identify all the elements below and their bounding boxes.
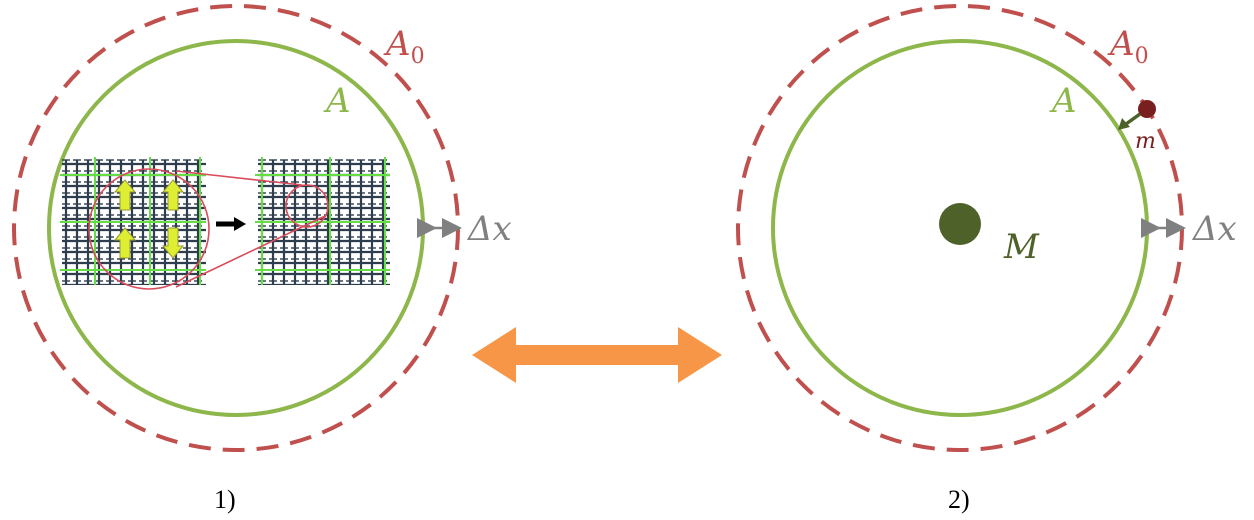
test-mass: [1138, 100, 1156, 118]
infall-arrow-icon: [1118, 112, 1142, 130]
central-mass-label: M: [1003, 227, 1040, 267]
test-mass-label: m: [1135, 129, 1156, 154]
zoom-callout: [88, 168, 329, 290]
inner-circle-label: A: [323, 81, 351, 121]
gap-label: Δx: [466, 209, 512, 249]
yellow-down-arrow-icon: [161, 227, 185, 259]
panel-caption: 2): [948, 485, 970, 514]
yellow-up-arrow-icon: [113, 227, 137, 259]
central-mass: [939, 203, 981, 245]
zoom-small-circle: [285, 184, 329, 228]
green-grid-overlay: [60, 157, 390, 285]
double-headed-arrow-icon: [472, 327, 722, 383]
inner-circle-label: A: [1049, 81, 1077, 121]
transform-arrow-icon: [216, 217, 246, 231]
panel-2: M m A0 A Δx 2): [736, 4, 1237, 514]
panel-caption: 1): [214, 485, 236, 514]
outer-circle-label: A0: [1107, 24, 1149, 69]
yellow-up-arrow-icon: [113, 179, 137, 211]
yellow-up-arrow-icon: [161, 179, 185, 211]
zoom-large-circle: [88, 168, 210, 290]
panel-1: A0 A Δx 1): [12, 4, 512, 514]
gap-label: Δx: [1191, 209, 1237, 249]
yellow-arrow-icons: [113, 179, 185, 259]
spacetime-lattice-zoomed: [258, 159, 390, 285]
outer-circle-label: A0: [383, 24, 425, 69]
